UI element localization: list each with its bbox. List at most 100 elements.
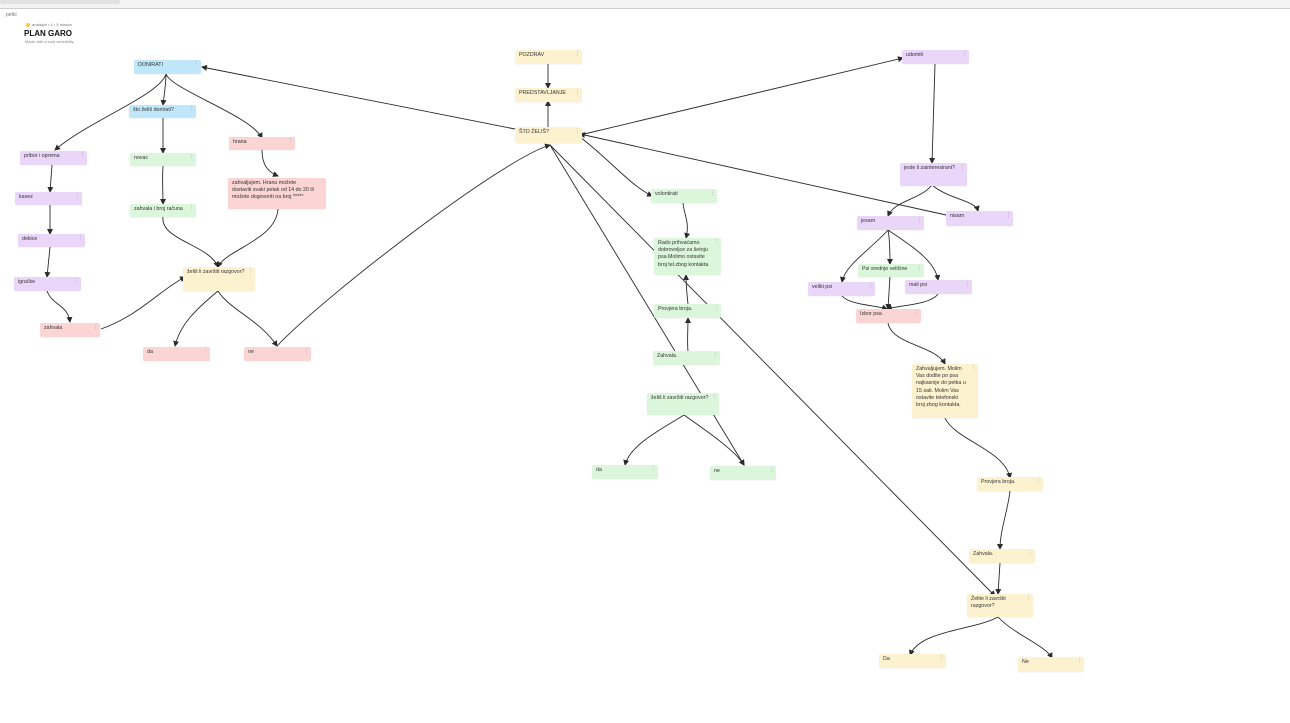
connector — [579, 56, 904, 136]
node-volontirati[interactable]: volontirati⋮ — [651, 189, 717, 203]
node-ne-mid[interactable]: ne⋮ — [710, 466, 776, 480]
breadcrumb[interactable]: petki — [6, 12, 17, 18]
node-veliki-psi[interactable]: veliki psi⋮ — [808, 282, 875, 296]
node-label: jesam — [861, 218, 876, 224]
more-vertical-icon[interactable]: ⋮ — [965, 281, 970, 287]
node-zahvala-right[interactable]: Zahvala. ⋮ — [969, 549, 1035, 563]
top-toolbar — [0, 0, 1290, 9]
node-label: Zahvala. — [657, 353, 678, 359]
node-label: hrana — [233, 139, 247, 145]
node-jesam[interactable]: jesam ⋮ — [857, 216, 924, 230]
node-ne-left[interactable]: ne⋮ — [244, 347, 311, 361]
more-vertical-icon[interactable]: ⋮ — [917, 265, 922, 271]
connector — [683, 274, 690, 305]
node-hrana[interactable]: hrana ⋮ — [229, 137, 295, 150]
more-vertical-icon[interactable]: ⋮ — [651, 466, 656, 472]
node-dekice[interactable]: dekice ⋮ — [18, 234, 85, 247]
more-vertical-icon[interactable]: ⋮ — [868, 283, 873, 289]
node-label: dekice — [22, 236, 38, 242]
node-donirati[interactable]: DONIRATI⋮ — [134, 60, 201, 74]
more-vertical-icon[interactable]: ⋮ — [189, 205, 194, 211]
node-udomiti[interactable]: udomiti ⋮ — [902, 50, 969, 64]
node-mali-psi[interactable]: mali psi⋮ — [905, 280, 972, 294]
node-label: nisam — [950, 213, 965, 219]
more-vertical-icon[interactable]: ⋮ — [189, 106, 194, 112]
more-vertical-icon[interactable]: ⋮ — [203, 348, 208, 354]
node-zahvala-left[interactable]: zahvala⋮ — [40, 323, 100, 337]
more-vertical-icon[interactable]: ⋮ — [714, 239, 719, 245]
node-label: želiš li završiti razgovor? — [187, 269, 245, 275]
more-vertical-icon[interactable]: ⋮ — [960, 164, 965, 170]
connector — [995, 562, 1002, 595]
connector — [47, 164, 54, 193]
more-vertical-icon[interactable]: ⋮ — [1006, 212, 1011, 218]
more-vertical-icon[interactable]: ⋮ — [917, 217, 922, 223]
node-nisam[interactable]: nisam ⋮ — [946, 211, 1013, 226]
more-vertical-icon[interactable]: ⋮ — [288, 138, 293, 144]
node-jeste-li-zainteresirani[interactable]: jeste li zainteresirani?⋮ — [900, 163, 967, 186]
more-vertical-icon[interactable]: ⋮ — [304, 348, 309, 354]
node-da-mid[interactable]: da⋮ — [592, 465, 658, 479]
more-vertical-icon[interactable]: ⋮ — [74, 278, 79, 284]
connector — [887, 322, 946, 365]
more-vertical-icon[interactable]: ⋮ — [962, 51, 967, 57]
more-vertical-icon[interactable]: ⋮ — [75, 193, 80, 199]
node-zelis-zavrsiti-mid[interactable]: želiš li završiti razgovor?⋮ — [647, 393, 719, 415]
more-vertical-icon[interactable]: ⋮ — [80, 152, 85, 158]
node-zahvala-mid[interactable]: Zahvala. ⋮ — [653, 351, 720, 365]
node-rado-prihvacamo[interactable]: Rado prihvaćamo dobrovoljce za šetnju ps… — [654, 238, 721, 275]
connector — [997, 490, 1011, 550]
node-sto-zelis[interactable]: ŠTO ŽELIŠ?⋮ — [515, 127, 582, 143]
more-vertical-icon[interactable]: ⋮ — [713, 352, 718, 358]
node-da-left[interactable]: da⋮ — [143, 347, 210, 361]
connector — [579, 136, 653, 197]
more-vertical-icon[interactable]: ⋮ — [710, 190, 715, 196]
node-psi-srednje-velicine[interactable]: Psi srednje veličine⋮ — [858, 264, 924, 277]
node-zelite-zavrsiti-right[interactable]: Želite li završiti razgovor?⋮ — [967, 594, 1033, 617]
more-vertical-icon[interactable]: ⋮ — [712, 394, 717, 400]
node-predstavljanje[interactable]: PREDSTAVLJANJE⋮ — [515, 88, 582, 102]
connector — [201, 65, 516, 130]
node-zelis-zavrsiti-left[interactable]: želiš li završiti razgovor?⋮ — [183, 267, 255, 291]
node-kavez[interactable]: kavez⋮ — [15, 192, 82, 205]
more-vertical-icon[interactable]: ⋮ — [575, 51, 580, 57]
more-vertical-icon[interactable]: ⋮ — [1026, 595, 1031, 601]
more-vertical-icon[interactable]: ⋮ — [78, 235, 83, 241]
more-vertical-icon[interactable]: ⋮ — [914, 310, 919, 316]
more-vertical-icon[interactable]: ⋮ — [769, 467, 774, 473]
board-title[interactable]: PLAN GARO — [24, 29, 72, 38]
more-vertical-icon[interactable]: ⋮ — [939, 655, 944, 661]
node-ne-right[interactable]: Ne⋮ — [1018, 657, 1084, 672]
more-vertical-icon[interactable]: ⋮ — [248, 268, 253, 274]
more-vertical-icon[interactable]: ⋮ — [971, 365, 976, 371]
node-sto-zelis-donirati[interactable]: što želiš donirati?⋮ — [129, 105, 196, 118]
node-provjera-broja-mid[interactable]: Provjera broja.⋮ — [654, 304, 721, 318]
more-vertical-icon[interactable]: ⋮ — [1028, 550, 1033, 556]
node-izbor-psa[interactable]: Izbor psa⋮ — [856, 309, 921, 323]
more-vertical-icon[interactable]: ⋮ — [575, 128, 580, 134]
connector — [839, 229, 889, 283]
node-pozdrav[interactable]: POZDRAV ⋮ — [515, 50, 582, 64]
more-vertical-icon[interactable]: ⋮ — [1036, 478, 1041, 484]
node-label: Zahvala. — [973, 551, 994, 557]
node-label: udomiti — [906, 52, 924, 58]
more-vertical-icon[interactable]: ⋮ — [575, 89, 580, 95]
node-provjera-broja-right[interactable]: Provjera broja.⋮ — [977, 477, 1043, 491]
node-label: POZDRAV — [519, 52, 545, 58]
node-zahvaljujem-udomi[interactable]: Zahvaljujem. Molim Vas dođite po psa naj… — [912, 364, 978, 418]
more-vertical-icon[interactable]: ⋮ — [194, 61, 199, 67]
toolbar-tab[interactable] — [0, 0, 120, 4]
more-vertical-icon[interactable]: ⋮ — [93, 324, 98, 330]
node-igracke[interactable]: igračke⋮ — [14, 277, 81, 291]
connector — [549, 144, 996, 597]
node-hrana-info[interactable]: zahvaljujem. Hranu možete dostaviti svak… — [228, 178, 326, 209]
node-da-right[interactable]: Da⋮ — [879, 654, 946, 668]
node-label: pribor i oprema — [24, 153, 60, 159]
connector — [46, 290, 73, 323]
more-vertical-icon[interactable]: ⋮ — [714, 305, 719, 311]
node-pribor-i-oprema[interactable]: pribor i oprema ⋮ — [20, 151, 87, 165]
more-vertical-icon[interactable]: ⋮ — [189, 154, 194, 160]
node-zahvala-broj-racuna[interactable]: zahvala i broj računa⋮ — [130, 204, 196, 217]
more-vertical-icon[interactable]: ⋮ — [1077, 658, 1082, 664]
node-novac[interactable]: novac⋮ — [130, 153, 196, 166]
